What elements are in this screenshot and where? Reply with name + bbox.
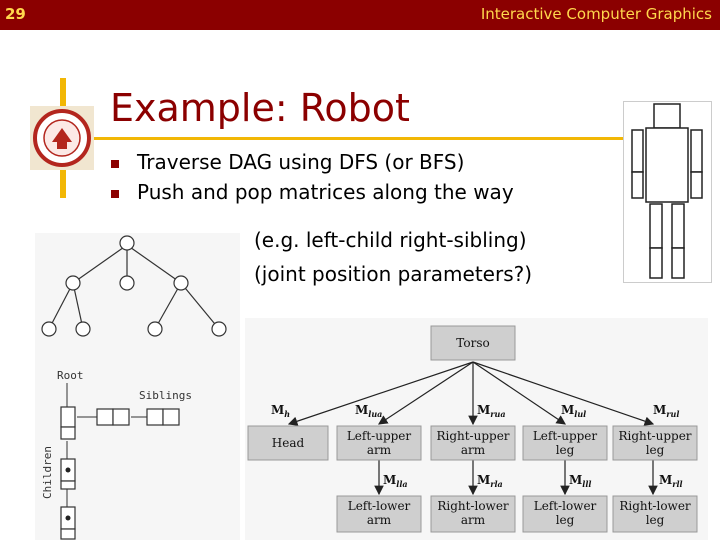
list-node-cell (61, 481, 75, 489)
slide-number: 29 (5, 5, 26, 23)
header-bar: 29 Interactive Computer Graphics (0, 0, 720, 30)
matrix-label: Mrll (659, 473, 683, 489)
sub-line: (joint position parameters?) (254, 262, 532, 286)
robot-torso (646, 128, 688, 202)
matrix-label: Mlll (569, 473, 591, 489)
tree-node (212, 322, 226, 336)
robot-right-upper-arm (691, 130, 702, 172)
course-title: Interactive Computer Graphics (481, 5, 712, 23)
list-node-cell (97, 409, 113, 425)
bullet-item: Push and pop matrices along the way (107, 180, 514, 204)
accent-horizontal-line (66, 137, 686, 140)
list-node-cell (61, 407, 75, 427)
robot-figure (623, 101, 712, 283)
head-label: Head (272, 436, 305, 450)
lcrs-tree-drawing: Root Siblings Children (35, 233, 240, 540)
robot-right-lower-arm (691, 172, 702, 198)
tree-node (120, 276, 134, 290)
robot-right-lower-leg (672, 248, 684, 278)
list-node-cell (113, 409, 129, 425)
tree-node (42, 322, 56, 336)
bullet-list: Traverse DAG using DFS (or BFS) Push and… (107, 150, 514, 210)
list-node-cell (163, 409, 179, 425)
tree-node (174, 276, 188, 290)
list-node-cell (61, 427, 75, 439)
robot-right-upper-leg (672, 204, 684, 248)
tree-node (66, 276, 80, 290)
matrix-label: Mlla (383, 473, 408, 489)
lcrs-tree-figure: Root Siblings Children (35, 233, 240, 540)
tree-node (120, 236, 134, 250)
tree-node (76, 322, 90, 336)
bullet-item: Traverse DAG using DFS (or BFS) (107, 150, 514, 174)
matrix-label: Mlua (355, 403, 382, 419)
tree-node (148, 322, 162, 336)
siblings-label: Siblings (139, 389, 192, 402)
children-label: Children (41, 446, 54, 499)
robot-head (654, 104, 680, 128)
list-node-cell (61, 529, 75, 539)
slide-title: Example: Robot (110, 86, 410, 130)
torso-label: Torso (456, 336, 489, 350)
matrix-label: Mrla (477, 473, 503, 489)
matrix-label: Mrua (477, 403, 506, 419)
matrix-label: Mh (271, 403, 290, 419)
robot-left-upper-arm (632, 130, 643, 172)
matrix-label: Mrul (653, 403, 679, 419)
sub-line: (e.g. left-child right-sibling) (254, 228, 527, 252)
university-seal-icon (30, 106, 94, 170)
root-label: Root (57, 369, 84, 382)
list-node-cell (147, 409, 163, 425)
robot-left-lower-arm (632, 172, 643, 198)
matrix-label: Mlul (561, 403, 586, 419)
robot-left-upper-leg (650, 204, 662, 248)
robot-left-lower-leg (650, 248, 662, 278)
robot-drawing (624, 102, 711, 282)
